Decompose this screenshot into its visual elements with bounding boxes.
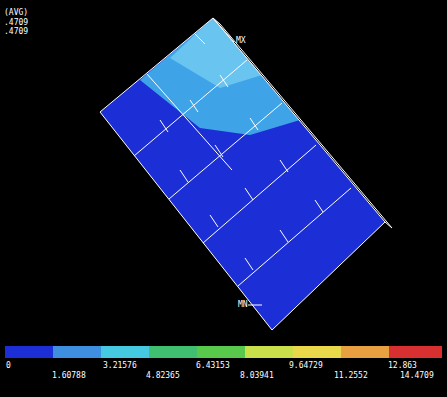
result-header: (AVG) <box>4 8 28 17</box>
contour-band <box>170 18 262 88</box>
legend-value: 4.82365 <box>146 371 180 380</box>
model-face <box>100 18 385 330</box>
min-marker: MN <box>238 300 248 309</box>
legend-value: 0 <box>6 361 11 370</box>
result-value: .4709 <box>4 27 28 36</box>
legend-value: 8.03941 <box>240 371 274 380</box>
mesh-lines <box>100 18 392 330</box>
color-bar <box>5 346 442 358</box>
legend-value: 14.4709 <box>400 371 434 380</box>
legend-value: 3.21576 <box>103 361 137 370</box>
legend-value: 1.60788 <box>52 371 86 380</box>
contour-band <box>140 18 300 135</box>
legend-value: 9.64729 <box>289 361 323 370</box>
result-value: .4709 <box>4 18 28 27</box>
max-marker: MX <box>236 36 246 45</box>
legend-value: 12.863 <box>388 361 417 370</box>
legend-value: 11.2552 <box>334 371 368 380</box>
legend-value: 6.43153 <box>196 361 230 370</box>
